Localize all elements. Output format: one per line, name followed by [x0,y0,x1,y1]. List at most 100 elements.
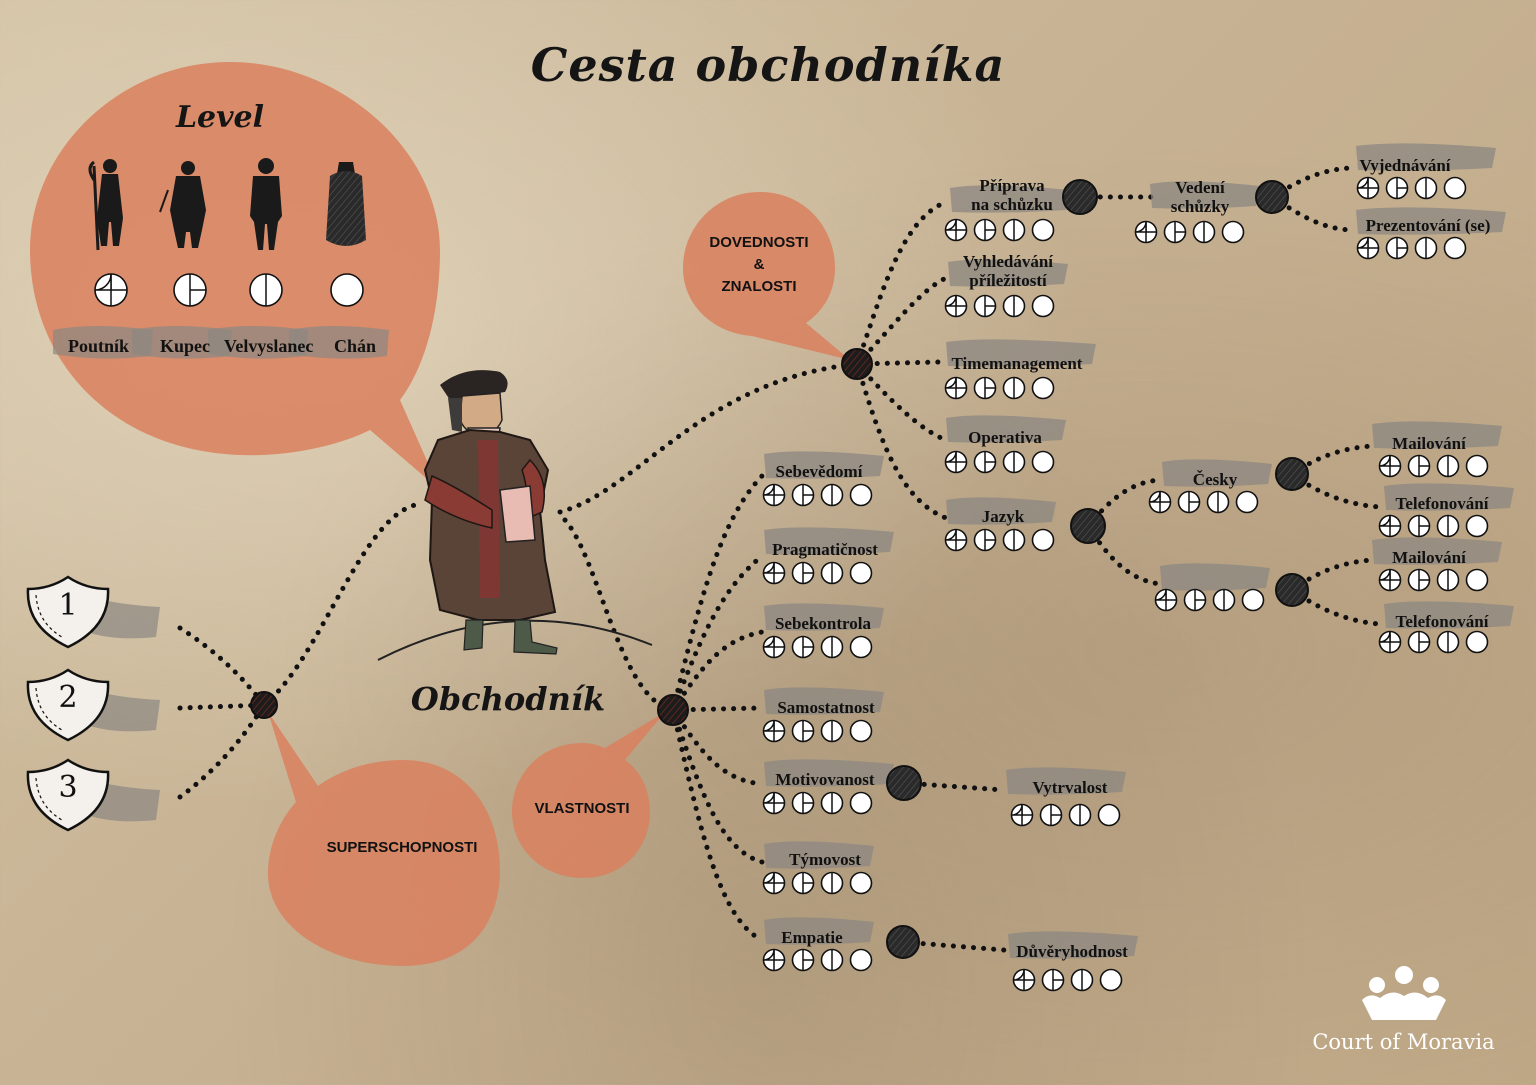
jazyk2-rating-row [1154,588,1265,612]
skill-label-mailovani1: Mailování [1329,434,1529,453]
sebekontrola-rating-1 [762,635,786,659]
vyjednavani-rating-2 [1385,176,1409,200]
dovednosti-priprava-link [854,199,949,367]
cesky-rating-1 [1148,490,1172,514]
skill-label-line: Telefonování [1395,612,1489,631]
jazyk2-rating-1 [1154,588,1178,612]
skill-label-samostatnost: Samostatnost [726,698,926,717]
level-name-kupec: Kupec [160,336,211,356]
shield-number-3: 3 [58,770,78,805]
pragmaticnost-rating-row [762,561,873,585]
motivovanost-rating-2 [791,791,815,815]
vlastnosti-empatie-link [670,707,765,943]
jazyk2-rating-2 [1183,588,1207,612]
mailovani1-rating-1 [1378,454,1402,478]
sebevedomi-rating-2 [791,483,815,507]
vyhledavani-rating-row [944,294,1055,318]
vyjednavani-rating-4 [1443,176,1467,200]
prezentovani-smudge [1356,207,1506,235]
telefonovani1-rating-4 [1465,514,1489,538]
poutnik-figure-icon [88,159,123,251]
superpower-shield-2-icon [26,668,160,742]
level-figures [88,158,366,251]
vyhledavani-rating-1 [944,294,968,318]
rating-rows [762,176,1489,992]
duveryhodnost-smudge [1008,931,1138,959]
jazyk-rating-3 [1002,528,1026,552]
dovednosti-vyhledavani-link [854,275,949,367]
mailovani1-rating-4 [1465,454,1489,478]
jazyk-junction-icon [1070,508,1106,544]
empatie-rating-2 [791,948,815,972]
superschopnosti-bubble-text: SUPERSCHOPNOSTI [326,839,478,856]
motivovanost-junction-icon [886,765,922,801]
merchant-figure-icon [377,370,653,661]
dovednosti-line: DOVEDNOSTI [709,234,809,251]
skill-label-line: Důvěryhodnost [1016,942,1128,961]
skill-label-line: Prezentování (se) [1365,216,1491,235]
samostatnost-smudge [764,687,884,715]
label-smudges [764,143,1514,959]
skill-label-line: Mailování [1392,548,1466,567]
cesky-rating-4 [1235,490,1259,514]
skill-label-line: Vyhledávání [962,252,1054,271]
skill-label-pragmaticnost: Pragmatičnost [725,540,925,559]
vedeni-rating-2 [1163,220,1187,244]
skill-label-empatie: Empatie [712,928,912,947]
samostatnost-rating-2 [791,719,815,743]
vedeni-junction-icon [1255,180,1289,214]
mailovani2-rating-1 [1378,568,1402,592]
samostatnost-rating-1 [762,719,786,743]
cesky-smudge [1162,459,1272,487]
vlastnosti-junction-icon [657,694,689,726]
skill-label-line: Sebevědomí [775,462,863,481]
vedeni-rating-4 [1221,220,1245,244]
duveryhodnost-rating-1 [1012,968,1036,992]
skill-label-line: příležitostí [969,271,1047,290]
vytrvalost-smudge [1006,767,1126,795]
timemanagement-rating-2 [973,376,997,400]
duveryhodnost-rating-row [1012,968,1123,992]
sebekontrola-rating-3 [820,635,844,659]
sebekontrola-smudge [764,603,884,631]
velvyslanec-figure-icon [250,158,282,250]
timemanagement-rating-row [944,376,1055,400]
vlastnosti-bubble [512,712,665,878]
priprava-rating-2 [973,218,997,242]
skill-label-line: Pragmatičnost [772,540,878,559]
skill-label-line: Příprava [979,176,1045,195]
empatie-rating-row [762,948,873,972]
shield-number-1: 1 [58,588,78,623]
level-name-poutnik: Poutník [68,336,130,356]
skill-label-line: Vyjednávání [1359,156,1451,175]
level-rating-4 [330,273,364,307]
cesky-rating-row [1148,490,1259,514]
skill-label-tymovost: Týmovost [725,850,925,869]
jazyk2-rating-3 [1212,588,1236,612]
superschopnosti-bubble [268,712,500,966]
mailovani2-rating-3 [1436,568,1460,592]
tymovost-rating-2 [791,871,815,895]
skill-label-cesky: Česky [1115,470,1315,489]
mailovani1-rating-3 [1436,454,1460,478]
pragmaticnost-smudge [764,527,894,555]
prezentovani-rating-4 [1443,236,1467,260]
vedeni-rating-1 [1134,220,1158,244]
skill-label-vytrvalost: Vytrvalost [970,778,1170,797]
telefonovani2-rating-3 [1436,630,1460,654]
motivovanost-rating-3 [820,791,844,815]
samostatnost-rating-4 [849,719,873,743]
sebekontrola-rating-row [762,635,873,659]
skill-label-line: Empatie [781,928,843,947]
skill-label-line: Jazyk [981,507,1025,526]
telefonovani2-rating-4 [1465,630,1489,654]
motivovanost-rating-1 [762,791,786,815]
vyhledavani-rating-3 [1002,294,1026,318]
skill-label-timemanagement: Timemanagement [917,354,1117,373]
mailovani1-smudge [1372,421,1502,449]
skill-label-line: Telefonování [1395,494,1489,513]
dovednosti-junction-icon [841,348,873,380]
sebevedomi-rating-1 [762,483,786,507]
empatie-rating-4 [849,948,873,972]
operativa-rating-1 [944,450,968,474]
